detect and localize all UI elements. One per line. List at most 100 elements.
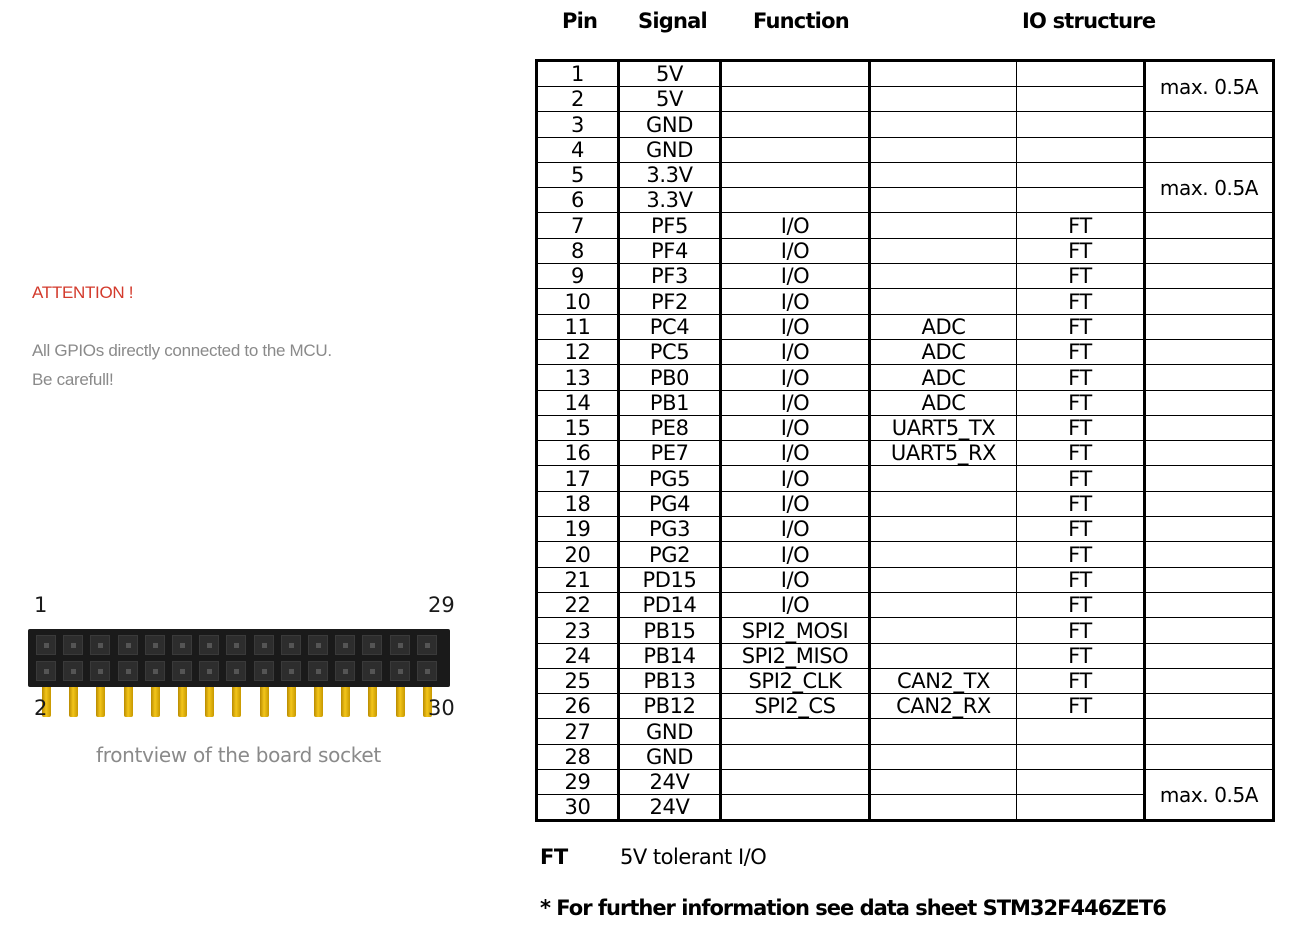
signal-cell: PD15 [617,566,721,593]
alt-function-cell [868,718,1017,745]
signal-cell: PB1 [617,389,721,416]
alt-function-cell [868,263,1017,290]
pin-leg [205,687,215,717]
pin-leg [123,687,133,717]
board-socket-connector [28,629,450,687]
alt-function-cell [868,591,1017,619]
legend-value: 5V tolerant I/O [620,845,767,869]
alt-function-cell [868,187,1017,214]
footnote: * For further information see data sheet… [540,896,1167,920]
pin-leg [395,687,405,717]
socket-hole [280,635,301,655]
function-cell [719,111,870,138]
pin-leg [341,687,351,717]
signal-cell: PG4 [617,490,721,518]
signal-cell: GND [617,111,721,138]
function-cell: I/O [719,465,870,492]
pin-leg [259,687,269,717]
note-cell [1144,516,1274,543]
socket-hole [226,635,247,655]
signal-cell: PE7 [617,440,721,467]
note-cell [1144,111,1274,138]
alt-function-cell [868,566,1017,593]
connector-label-pin1: 1 [34,593,48,617]
note-cell [1144,642,1274,669]
alt-function-cell [868,85,1017,113]
warning-line-1: All GPIOs directly connected to the MCU. [32,341,332,360]
alt-function-cell [868,490,1017,518]
pin-cell: 2 [536,85,619,113]
header-pin: Pin [562,9,598,33]
io-structure-cell [1016,718,1146,745]
signal-cell: PF3 [617,263,721,290]
io-structure-cell: FT [1016,212,1146,239]
signal-cell: PB12 [617,693,721,720]
socket-hole [335,661,356,681]
alt-function-cell: ADC [868,364,1017,391]
alt-function-cell [868,617,1017,644]
function-cell [719,85,870,113]
socket-hole [280,661,301,681]
connector-pins [28,687,450,719]
alt-function-cell: CAN2_TX [868,667,1017,695]
pin-cell: 4 [536,136,619,163]
header-signal: Signal [638,9,708,33]
function-cell [719,136,870,163]
function-cell [719,769,870,796]
pin-cell: 3 [536,111,619,138]
pin-cell: 12 [536,338,619,366]
function-cell: I/O [719,516,870,543]
function-cell: SPI2_MOSI [719,617,870,644]
function-cell: I/O [719,440,870,467]
legend-key: FT [540,845,568,869]
io-structure-cell: FT [1016,591,1146,619]
note-cell [1144,440,1274,467]
signal-cell: GND [617,136,721,163]
function-cell: SPI2_MISO [719,642,870,669]
pin-leg [368,687,378,717]
note-cell [1144,288,1274,315]
signal-cell: GND [617,718,721,745]
alt-function-cell [868,541,1017,568]
io-structure-cell [1016,111,1146,138]
note-cell [1144,263,1274,290]
io-structure-cell: FT [1016,364,1146,391]
socket-hole [362,661,383,681]
io-structure-cell [1016,85,1146,113]
pin-cell: 14 [536,389,619,416]
pin-cell: 5 [536,161,619,189]
signal-cell: PB15 [617,617,721,644]
io-structure-cell: FT [1016,541,1146,568]
socket-hole [172,635,192,655]
pin-cell: 27 [536,718,619,745]
pin-cell: 18 [536,490,619,518]
socket-hole [416,661,437,681]
socket-hole [144,635,165,655]
signal-cell: PF5 [617,212,721,239]
pin-leg [422,687,432,717]
socket-hole [63,661,84,681]
signal-cell: 24V [617,769,721,796]
alt-function-cell [868,642,1017,669]
pin-cell: 10 [536,288,619,315]
current-limit-note: max. 0.5A [1144,769,1274,822]
pin-cell: 8 [536,237,619,265]
signal-cell: PF4 [617,237,721,265]
socket-hole [308,635,328,655]
note-cell [1144,414,1274,442]
function-cell: I/O [719,566,870,593]
signal-cell: 24V [617,794,721,822]
io-structure-cell: FT [1016,465,1146,492]
note-cell [1144,743,1274,771]
io-structure-cell [1016,743,1146,771]
